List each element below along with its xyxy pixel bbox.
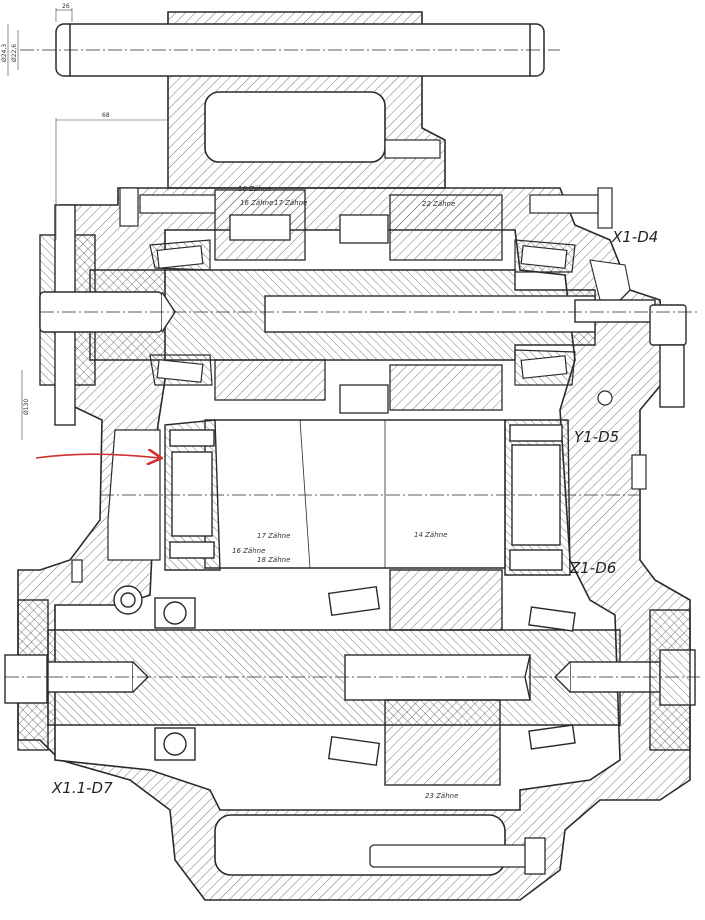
- dim-226: Ø22,6: [11, 44, 18, 62]
- dim-68: 68: [102, 112, 110, 119]
- upper-gears: [214, 189, 503, 414]
- teeth-label: 18 Zähne: [238, 185, 271, 193]
- teeth-label: 23 Zähne: [425, 792, 458, 800]
- dim-130: Ø130: [23, 399, 30, 415]
- teeth-label: 14 Zähne: [414, 531, 447, 539]
- upper-bearings: [149, 239, 576, 386]
- middle-shaft-y1: [100, 419, 640, 576]
- teeth-label: 17 Zähne: [257, 532, 290, 540]
- upper-shaft-x1: [39, 204, 700, 426]
- label-y1-d5: Y1-D5: [574, 428, 619, 446]
- bottom-bolt: [369, 837, 546, 875]
- dim-26: 26: [62, 3, 70, 10]
- dim-243: Ø24,3: [1, 44, 8, 62]
- label-x1-d4: X1-D4: [611, 228, 658, 246]
- teeth-label: 17 Zähne: [274, 199, 307, 207]
- teeth-label: 16 Zähne: [232, 547, 265, 555]
- teeth-label: 16 Zähne: [240, 199, 273, 207]
- teeth-label: 22 Zähne: [422, 200, 455, 208]
- dimension-lines: [7, 8, 169, 440]
- side-bolts: [71, 139, 647, 583]
- top-shaft: [20, 23, 560, 77]
- label-x11-d7: X1.1-D7: [51, 779, 113, 797]
- annotation-arrow: [35, 454, 160, 458]
- lower-shaft-x11: [4, 569, 700, 786]
- teeth-label: 18 Zähne: [257, 556, 290, 564]
- label-z1-d6: Z1-D6: [569, 559, 616, 577]
